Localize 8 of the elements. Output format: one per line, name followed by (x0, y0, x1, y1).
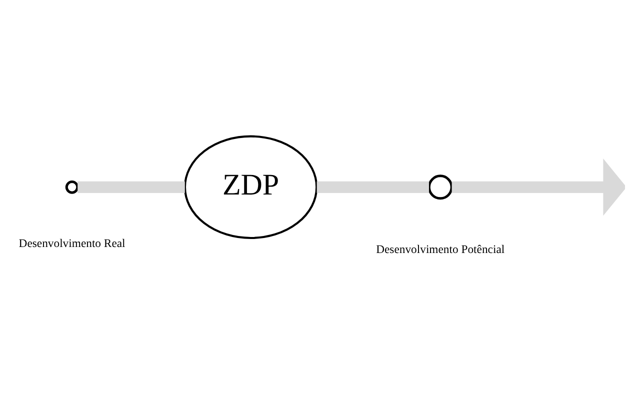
arrow (452, 158, 625, 216)
node-ellipse: ZDP (184, 135, 318, 240)
node-circle (428, 174, 453, 200)
node-label: Desenvolvimento Potêncial (376, 242, 505, 256)
node-circle (65, 180, 79, 194)
connector (316, 181, 429, 193)
node-label: Desenvolvimento Real (18, 236, 126, 250)
connector (78, 181, 185, 193)
